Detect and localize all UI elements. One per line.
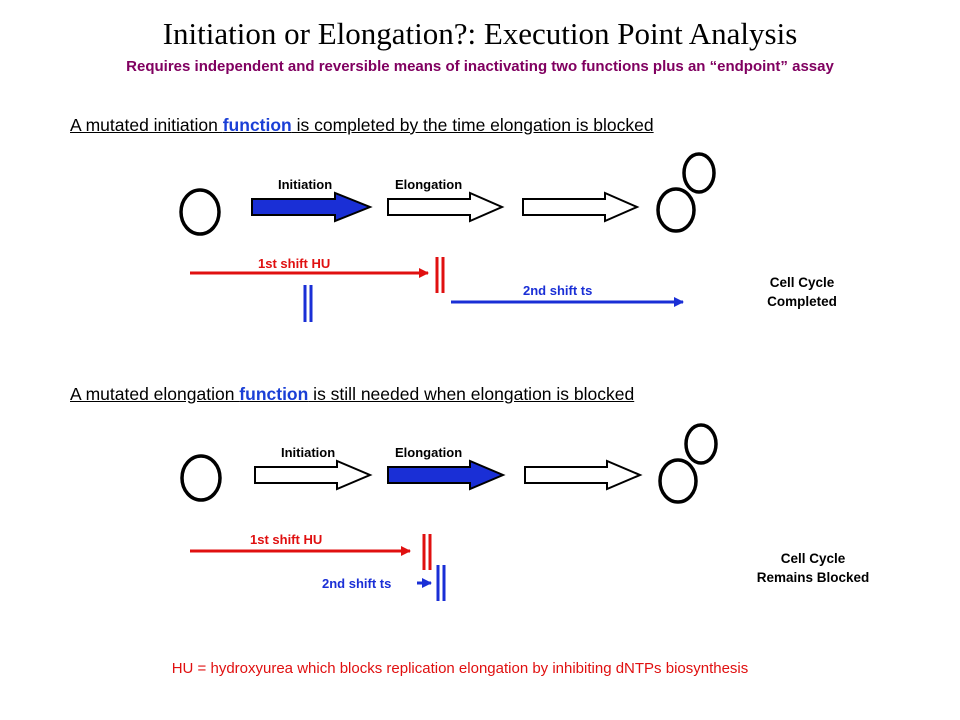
panel1-heading-pre: A mutated initiation bbox=[70, 115, 223, 135]
panel2-heading-pre: A mutated elongation bbox=[70, 384, 240, 404]
panel2-shift1-label: 1st shift HU bbox=[250, 532, 323, 547]
panel1-shift2-label: 2nd shift ts bbox=[523, 283, 593, 298]
panel1-start-cell bbox=[179, 188, 221, 236]
panel1-shift1-label: 1st shift HU bbox=[258, 256, 331, 271]
panel2-initiation-label: Initiation bbox=[281, 445, 336, 460]
footnote: HU = hydroxyurea which blocks replicatio… bbox=[171, 660, 749, 677]
panel1-daughter-cell-upper bbox=[682, 152, 716, 194]
panel2-outcome-line2: Remains Blocked bbox=[756, 570, 870, 585]
panel2-heading-highlight: function bbox=[239, 384, 309, 404]
panel1-daughter-cell-lower bbox=[656, 187, 696, 233]
panel1-elongation-arrow bbox=[387, 191, 505, 223]
panel1-outcome-line1: Cell Cycle bbox=[769, 275, 835, 290]
page-title: Initiation or Elongation?: Execution Poi… bbox=[162, 16, 798, 51]
panel1-outcome-line2: Completed bbox=[767, 294, 837, 309]
panel2-outcome: Cell Cycle Remains Blocked bbox=[738, 549, 888, 587]
panel2-start-cell bbox=[180, 454, 222, 502]
panel1-outcome: Cell Cycle Completed bbox=[742, 273, 862, 311]
panel2-outcome-line1: Cell Cycle bbox=[780, 551, 846, 566]
page-subtitle: Requires independent and reversible mean… bbox=[126, 58, 834, 75]
panel2-heading: A mutated elongation function is still n… bbox=[70, 384, 634, 405]
panel2-initiation-arrow bbox=[254, 459, 373, 491]
panel2-elongation-arrow bbox=[387, 459, 506, 491]
panel2-next-arrow bbox=[524, 459, 643, 491]
panel1-heading: A mutated initiation function is complet… bbox=[70, 115, 654, 136]
panel1-heading-post: is completed by the time elongation is b… bbox=[291, 115, 654, 135]
panel2-shift2-label: 2nd shift ts bbox=[322, 576, 392, 591]
panel1-heading-highlight: function bbox=[222, 115, 292, 135]
panel2-heading-post: is still needed when elongation is block… bbox=[308, 384, 635, 404]
panel1-elongation-label: Elongation bbox=[395, 177, 463, 192]
panel2-daughter-cell-lower bbox=[658, 458, 698, 504]
panel1-initiation-label: Initiation bbox=[278, 177, 333, 192]
panel2-elongation-label: Elongation bbox=[395, 445, 463, 460]
panel2-daughter-cell-upper bbox=[684, 423, 718, 465]
panel1-next-arrow bbox=[522, 191, 640, 223]
panel1-initiation-arrow bbox=[251, 191, 373, 223]
